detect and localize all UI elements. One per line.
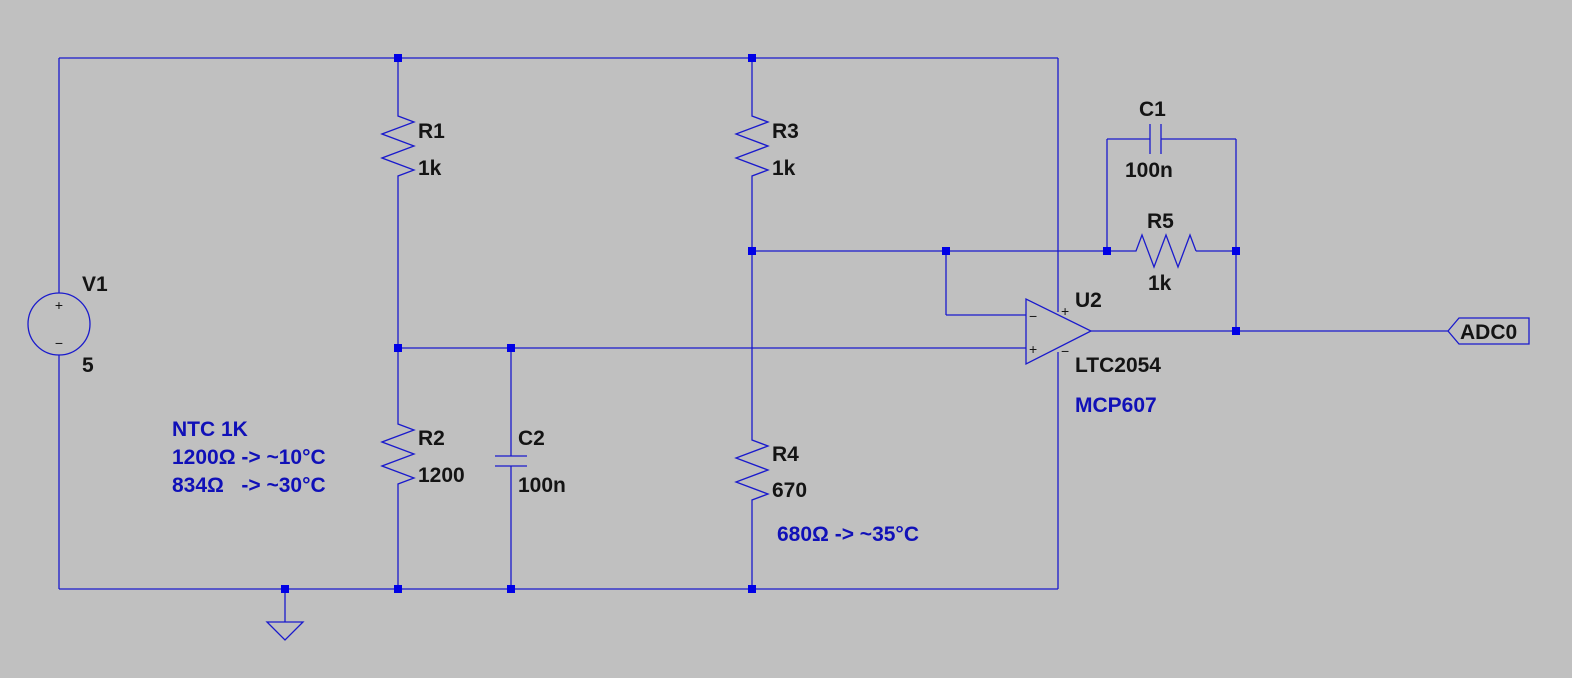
r2-value-label: 1200 bbox=[418, 464, 465, 487]
opamp-u2[interactable]: − + + − bbox=[1025, 297, 1093, 366]
voltage-source-v1[interactable]: + − bbox=[27, 292, 91, 356]
v1-minus-sign: − bbox=[55, 335, 63, 351]
junction-dot bbox=[1232, 247, 1240, 255]
junction-dot bbox=[394, 585, 402, 593]
c2-name-label: C2 bbox=[518, 427, 545, 450]
resistor-r2[interactable] bbox=[380, 416, 416, 490]
net-label-adc0[interactable]: ADC0 bbox=[1447, 317, 1530, 345]
resistor-r5[interactable] bbox=[1130, 233, 1197, 269]
ntc-title-comment: NTC 1K bbox=[172, 418, 248, 441]
u2-model-label: LTC2054 bbox=[1075, 354, 1161, 377]
ntc-line1-comment: 1200Ω -> ~10°C bbox=[172, 446, 326, 469]
v1-plus-sign: + bbox=[55, 297, 63, 313]
capacitor-c2[interactable] bbox=[495, 455, 527, 467]
opamp-vplus-pin-sign: + bbox=[1061, 303, 1069, 319]
resistor-r3[interactable] bbox=[734, 108, 770, 182]
junction-dot bbox=[942, 247, 950, 255]
opamp-noninverting-pin-sign: + bbox=[1029, 341, 1037, 357]
c2-value-label: 100n bbox=[518, 474, 566, 497]
junction-dot bbox=[394, 54, 402, 62]
v1-name-label: V1 bbox=[82, 273, 108, 296]
wires bbox=[58, 57, 1448, 622]
junction-dot bbox=[748, 585, 756, 593]
r1-value-label: 1k bbox=[418, 157, 442, 180]
junction-dot bbox=[394, 344, 402, 352]
junction-dot bbox=[507, 344, 515, 352]
ground-symbol[interactable] bbox=[265, 621, 305, 641]
r4-temperature-comment: 680Ω -> ~35°C bbox=[777, 523, 919, 546]
opamp-inverting-pin-sign: − bbox=[1029, 308, 1037, 324]
r4-value-label: 670 bbox=[772, 479, 807, 502]
r4-name-label: R4 bbox=[772, 443, 799, 466]
junction-dot bbox=[1103, 247, 1111, 255]
adc0-label-text: ADC0 bbox=[1460, 321, 1517, 344]
ntc-line2-comment: 834Ω -> ~30°C bbox=[172, 474, 326, 497]
r3-value-label: 1k bbox=[772, 157, 796, 180]
junction-dots bbox=[281, 54, 1240, 593]
u2-name-label: U2 bbox=[1075, 289, 1102, 312]
junction-dot bbox=[281, 585, 289, 593]
capacitor-c1[interactable] bbox=[1149, 124, 1162, 154]
junction-dot bbox=[748, 247, 756, 255]
v1-value-label: 5 bbox=[82, 354, 94, 377]
r2-name-label: R2 bbox=[418, 427, 445, 450]
r5-value-label: 1k bbox=[1148, 272, 1172, 295]
resistor-r4[interactable] bbox=[734, 432, 770, 506]
c1-name-label: C1 bbox=[1139, 98, 1166, 121]
r3-name-label: R3 bbox=[772, 120, 799, 143]
opamp-vminus-pin-sign: − bbox=[1061, 343, 1069, 359]
r5-name-label: R5 bbox=[1147, 210, 1174, 233]
junction-dot bbox=[507, 585, 515, 593]
resistor-r1[interactable] bbox=[380, 108, 416, 182]
junction-dot bbox=[1232, 327, 1240, 335]
junction-dot bbox=[748, 54, 756, 62]
c1-value-label: 100n bbox=[1125, 159, 1173, 182]
r1-name-label: R1 bbox=[418, 120, 445, 143]
u2-alt-model-comment: MCP607 bbox=[1075, 394, 1157, 417]
